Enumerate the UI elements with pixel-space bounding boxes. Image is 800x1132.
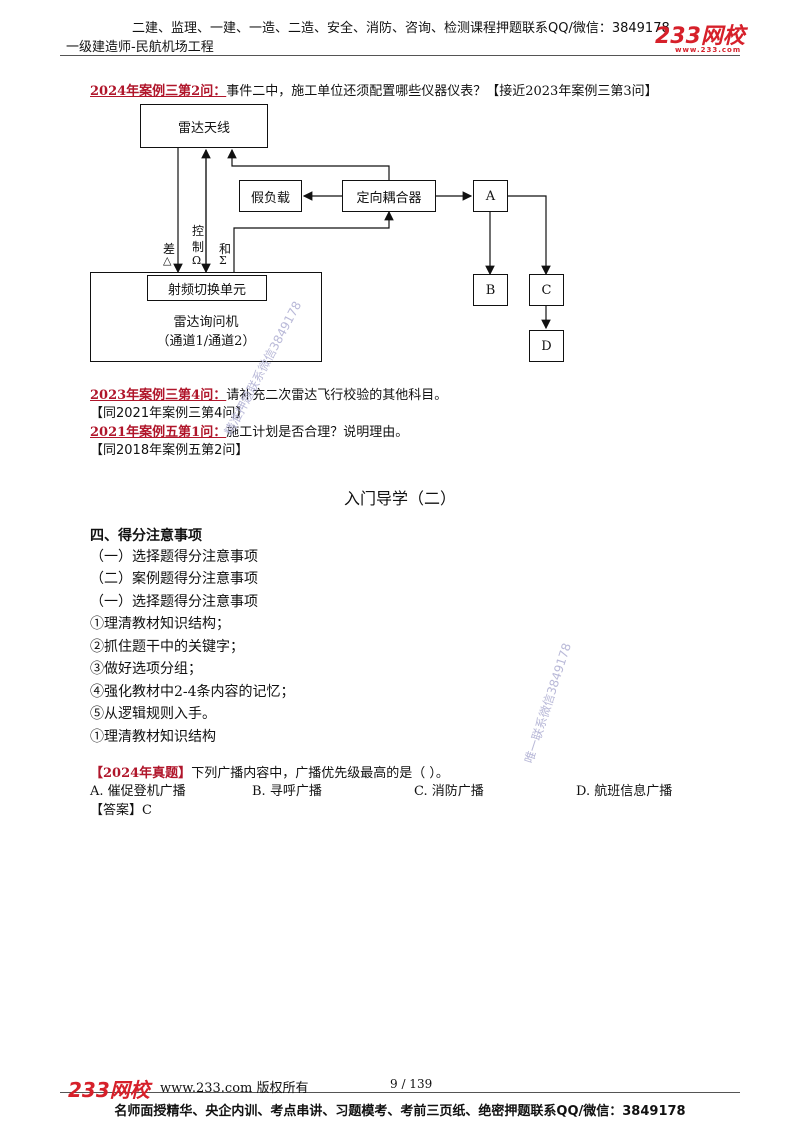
question-2-text: 请补充二次雷达飞行校验的其他科目。 [226,388,448,403]
label-control-2: 制 [192,240,205,254]
exam-question: 【2024年真题】下列广播内容中，广播优先级最高的是（ ）。 [90,762,449,781]
exam-option-c: C. 消防广播 [414,784,484,799]
list-item: ①理清教材知识结构； [90,616,230,632]
page-number: 9 / 139 [390,1077,433,1091]
header-subject: 一级建造师-民航机场工程 [66,40,214,55]
radar-interrogator-box: 射频切换单元 雷达询问机 （通道1/通道2） [90,272,322,362]
question-1-tag: 2024年案例三第2问： [90,84,227,99]
label-diff: 差 [163,242,176,256]
list-item: （一）选择题得分注意事项 [90,549,258,565]
footer-copyright: www.233.com 版权所有 [160,1081,309,1096]
list-item: （一）选择题得分注意事项 [90,594,258,610]
exam-tag: 【2024年真题】 [90,766,192,781]
header-logo: 233网校 www.233.com [655,18,745,54]
exam-answer: 【答案】C [90,803,152,818]
label-diff-symbol: △ [163,254,172,267]
question-1-text: 事件二中，施工单位还须配置哪些仪器仪表？【接近2023年案例三第3问】 [226,84,658,99]
label-sum-symbol: Σ [219,254,227,267]
question-2: 2023年案例三第4问：请补充二次雷达飞行校验的其他科目。 [90,384,447,403]
question-2-note: 【同2021年案例三第4问】 [90,406,249,421]
question-3: 2021年案例五第1问：施工计划是否合理？说明理由。 [90,421,408,440]
header-logo-text: 233网校 [655,24,745,49]
interrogator-label: 雷达询问机 [173,315,239,330]
question-3-note: 【同2018年案例五第2问】 [90,443,249,458]
footer-rule [60,1092,740,1093]
rf-switch-box: 射频切换单元 [147,275,267,301]
label-control-symbol: Ω [192,254,202,267]
question-3-text: 施工计划是否合理？说明理由。 [226,425,409,440]
radar-diagram: 雷达天线 假负载 定向耦合器 A B C D 射频切换单元 雷达询问机 （通道1… [0,0,800,380]
box-d: D [529,330,564,362]
box-c: C [529,274,564,306]
section-heading: 四、得分注意事项 [90,528,202,544]
list-item: （二）案例题得分注意事项 [90,571,258,587]
label-sum: 和 [219,242,232,256]
box-a: A [473,180,508,212]
diagram-connectors [173,148,551,330]
box-b: B [473,274,508,306]
header-rule [60,55,740,56]
list-item: ①理清教材知识结构 [90,729,216,745]
directional-coupler-box: 定向耦合器 [342,180,436,212]
question-2-tag: 2023年案例三第4问： [90,388,227,403]
exam-option-b: B. 寻呼广播 [252,784,322,799]
list-item: ④强化教材中2-4条内容的记忆； [90,684,295,700]
exam-option-a: A. 催促登机广播 [90,784,186,799]
radar-antenna-box: 雷达天线 [140,104,268,148]
question-3-tag: 2021年案例五第1问： [90,425,227,440]
section-title: 入门导学（二） [343,489,456,508]
dummy-load-box: 假负载 [239,180,302,212]
list-item: ③做好选项分组； [90,661,202,677]
header-logo-url: www.233.com [675,46,742,54]
footer-ad-line: 名师面授精华、央企内训、考点串讲、习题模考、考前三页纸、绝密押题联系QQ/微信：… [114,1104,686,1119]
label-control-1: 控 [192,224,205,238]
exam-text: 下列广播内容中，广播优先级最高的是（ ）。 [191,766,449,781]
list-item: ⑤从逻辑规则入手。 [90,706,216,722]
exam-option-d: D. 航班信息广播 [576,784,673,799]
list-item: ②抓住题干中的关键字； [90,639,244,655]
channels-label: （通道1/通道2） [156,334,256,349]
footer-logo: 233网校 [68,1078,150,1102]
header-ad-line: 二建、监理、一建、一造、二造、安全、消防、咨询、检测课程押题联系QQ/微信：38… [132,21,670,36]
watermark-2: 唯一联系微信3849178 [521,641,574,765]
question-1: 2024年案例三第2问：事件二中，施工单位还须配置哪些仪器仪表？【接近2023年… [90,80,658,99]
